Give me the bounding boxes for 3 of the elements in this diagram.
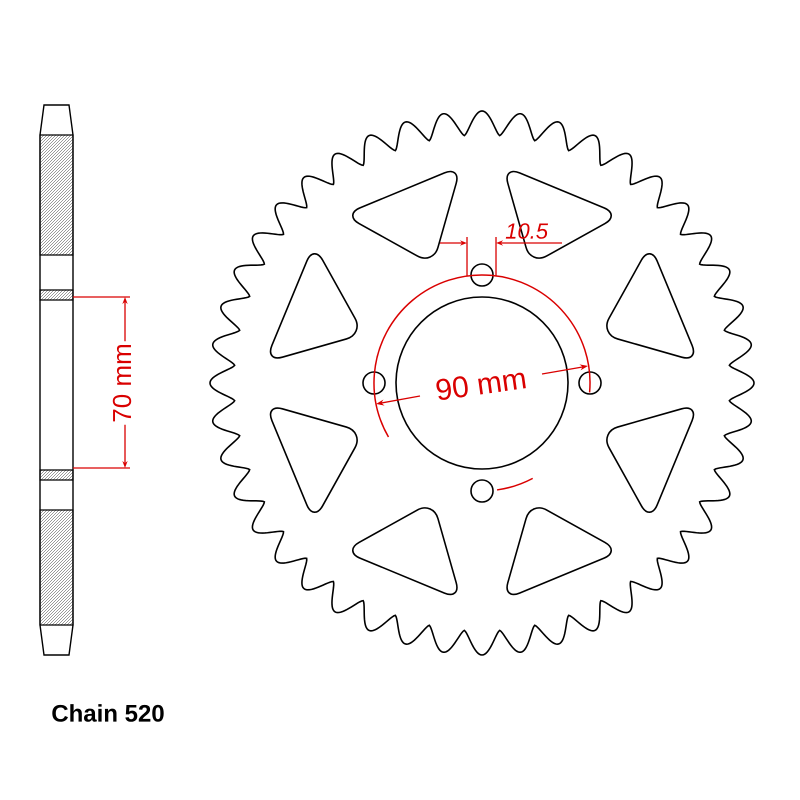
dimension-label: 90 mm — [436, 372, 526, 400]
dimension-label: 70 mm — [110, 341, 134, 425]
chain-size-label: Chain 520 — [52, 704, 164, 722]
